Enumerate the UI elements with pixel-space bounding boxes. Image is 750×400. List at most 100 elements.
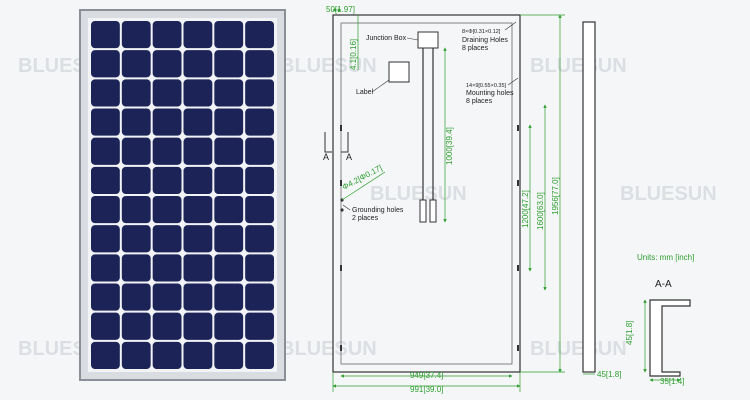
solar-cell <box>245 166 274 194</box>
solar-cell <box>121 108 151 136</box>
frame-profile <box>649 299 691 377</box>
solar-cell <box>183 283 213 311</box>
dim-frame-flange: 35[1.4] <box>660 377 684 386</box>
dim-panel-length: 1956[77.0] <box>551 177 560 215</box>
solar-cell <box>152 50 182 78</box>
solar-cell <box>91 225 120 253</box>
grounding-holes-title: Grounding holes <box>352 207 404 214</box>
solar-cell <box>152 254 182 282</box>
solar-cell <box>121 312 151 340</box>
solar-cell <box>214 137 244 165</box>
solar-cell <box>91 341 120 369</box>
solar-cell <box>214 225 244 253</box>
solar-cell <box>183 79 213 107</box>
draining-holes-title: Draining Holes <box>462 37 508 44</box>
grounding-holes-count: 2 places <box>352 215 379 222</box>
solar-cell <box>91 166 120 194</box>
solar-cell <box>121 166 151 194</box>
solar-cell <box>245 312 274 340</box>
solar-cell <box>121 79 151 107</box>
solar-cell <box>183 108 213 136</box>
solar-cell <box>183 254 213 282</box>
connector-positive <box>429 199 437 223</box>
mounting-holes <box>340 125 519 351</box>
solar-cell <box>152 21 182 49</box>
solar-cell <box>91 283 120 311</box>
mounting-holes-spec: 14×9[0.55×0.35] <box>466 83 507 89</box>
solar-cell <box>214 341 244 369</box>
solar-cell <box>91 196 120 224</box>
units-label: Units: mm [inch] <box>637 253 694 262</box>
mounting-holes-count: 8 places <box>466 98 493 105</box>
rear-frame-inner <box>340 22 513 365</box>
solar-cell <box>245 79 274 107</box>
solar-cell <box>121 254 151 282</box>
solar-cell <box>245 50 274 78</box>
solar-cell <box>121 196 151 224</box>
connector-negative <box>419 199 427 223</box>
solar-cell <box>91 79 120 107</box>
solar-cell <box>121 341 151 369</box>
panel-glass <box>88 18 277 372</box>
solar-cell <box>245 196 274 224</box>
solar-cell <box>152 283 182 311</box>
solar-cell <box>245 341 274 369</box>
solar-cell <box>245 108 274 136</box>
dim-jbox-offset: 4.1[0.16] <box>349 39 358 70</box>
dim-hole-span-long: 1600[63.0] <box>536 192 545 230</box>
solar-cell <box>183 50 213 78</box>
solar-cell <box>121 21 151 49</box>
solar-cell <box>91 137 120 165</box>
watermark-text: BLUESUN <box>530 338 627 360</box>
solar-cell <box>121 50 151 78</box>
dim-inner-width: 949[37.4] <box>410 371 443 380</box>
solar-cell <box>152 137 182 165</box>
watermark-text: BLUESUN <box>530 55 627 77</box>
mounting-holes-title: Mounting holes <box>466 90 514 97</box>
solar-cell <box>152 312 182 340</box>
dim-frame-thickness: 45[1.8] <box>597 370 621 379</box>
dim-cable-length: 1000[39.4] <box>445 127 454 165</box>
solar-cell <box>183 166 213 194</box>
section-a-left-label: A <box>323 152 329 162</box>
watermark-text: BLUESUN <box>280 55 377 77</box>
solar-cell <box>245 254 274 282</box>
watermark-text: BLUESUN <box>280 338 377 360</box>
solar-cell <box>183 312 213 340</box>
solar-cell <box>91 21 120 49</box>
solar-cell <box>121 225 151 253</box>
solar-cell <box>152 166 182 194</box>
draining-holes-count: 8 places <box>462 45 489 52</box>
junction-box-label: Junction Box <box>366 35 407 42</box>
watermark-text: BLUESUN <box>370 183 467 205</box>
solar-cell <box>214 196 244 224</box>
solar-cell <box>214 108 244 136</box>
dim-panel-width: 991[39.0] <box>410 385 443 394</box>
grounding-hole <box>340 208 344 212</box>
rear-frame-outer <box>332 14 521 373</box>
solar-cell <box>152 108 182 136</box>
solar-cell <box>91 312 120 340</box>
solar-cell <box>152 341 182 369</box>
solar-cell <box>214 166 244 194</box>
solar-cell <box>214 312 244 340</box>
panel-side-view <box>582 21 596 373</box>
watermark-text: BLUESUN <box>620 183 717 205</box>
solar-cell <box>152 196 182 224</box>
solar-cell <box>214 50 244 78</box>
solar-cell <box>245 21 274 49</box>
solar-cell <box>245 137 274 165</box>
junction-box <box>417 31 439 49</box>
solar-cell <box>91 108 120 136</box>
draining-holes-spec: 8×Φ[0.31×0.12] <box>462 29 501 35</box>
solar-cell <box>245 283 274 311</box>
panel-front-view <box>79 9 286 381</box>
solar-cell <box>91 50 120 78</box>
solar-cell <box>245 225 274 253</box>
section-a-right-label: A <box>346 152 352 162</box>
dim-top-offset: 50[1.97] <box>326 5 355 14</box>
solar-cell <box>183 196 213 224</box>
solar-cell <box>152 79 182 107</box>
dim-frame-height: 45[1.8] <box>625 321 634 345</box>
